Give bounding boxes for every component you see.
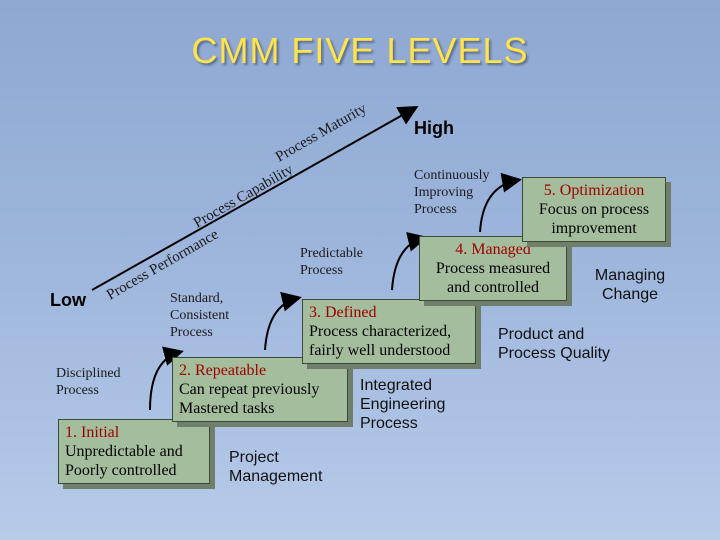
low-label: Low bbox=[50, 290, 86, 310]
level-3-box: 3. Defined Process characterized, fairly… bbox=[302, 299, 476, 364]
capability-label: Process Capability bbox=[191, 161, 296, 231]
step-arrow-4-5 bbox=[479, 172, 522, 233]
transition-standard: Standard, Consistent Process bbox=[170, 291, 230, 340]
level-1-box: 1. Initial Unpredictable and Poorly cont… bbox=[58, 419, 210, 484]
level-2-number: 2. Repeatable bbox=[179, 362, 267, 379]
focus-integrated-engineering: Integrated Engineering Process bbox=[360, 377, 446, 432]
step-arrow-2-3 bbox=[264, 291, 302, 351]
level-3-number: 3. Defined bbox=[309, 304, 377, 321]
step-arrow-1-2 bbox=[149, 346, 184, 411]
maturity-scale-arrow bbox=[91, 106, 419, 291]
level-1-desc: Unpredictable and Poorly controlled bbox=[65, 443, 183, 479]
high-label: High bbox=[414, 118, 454, 138]
level-4-number: 4. Managed bbox=[455, 241, 531, 258]
level-1-number: 1. Initial bbox=[65, 424, 120, 441]
level-5-box: 5. Optimization Focus on process improve… bbox=[522, 177, 666, 242]
level-2-box: 2. Repeatable Can repeat previously Mast… bbox=[172, 357, 348, 422]
focus-managing-change: Managing Change bbox=[594, 267, 666, 303]
level-4-desc: Process measured and controlled bbox=[435, 260, 551, 296]
transition-predictable: Predictable Process bbox=[300, 246, 363, 278]
transition-disciplined: Disciplined Process bbox=[56, 366, 121, 398]
maturity-label: Process Maturity bbox=[273, 100, 370, 165]
level-3-desc: Process characterized, fairly well under… bbox=[309, 323, 452, 359]
focus-product-process-quality: Product and Process Quality bbox=[498, 326, 611, 362]
level-5-desc: Focus on process improvement bbox=[538, 201, 650, 237]
transition-continuous: Continuously Improving Process bbox=[414, 168, 490, 217]
level-5-number: 5. Optimization bbox=[543, 182, 645, 199]
level-2-desc: Can repeat previously Mastered tasks bbox=[179, 381, 320, 417]
level-4-box: 4. Managed Process measured and controll… bbox=[419, 236, 567, 301]
step-arrow-3-4 bbox=[391, 232, 428, 291]
focus-project-management: Project Management bbox=[229, 449, 323, 485]
page-title: CMM FIVE LEVELS bbox=[191, 30, 529, 71]
